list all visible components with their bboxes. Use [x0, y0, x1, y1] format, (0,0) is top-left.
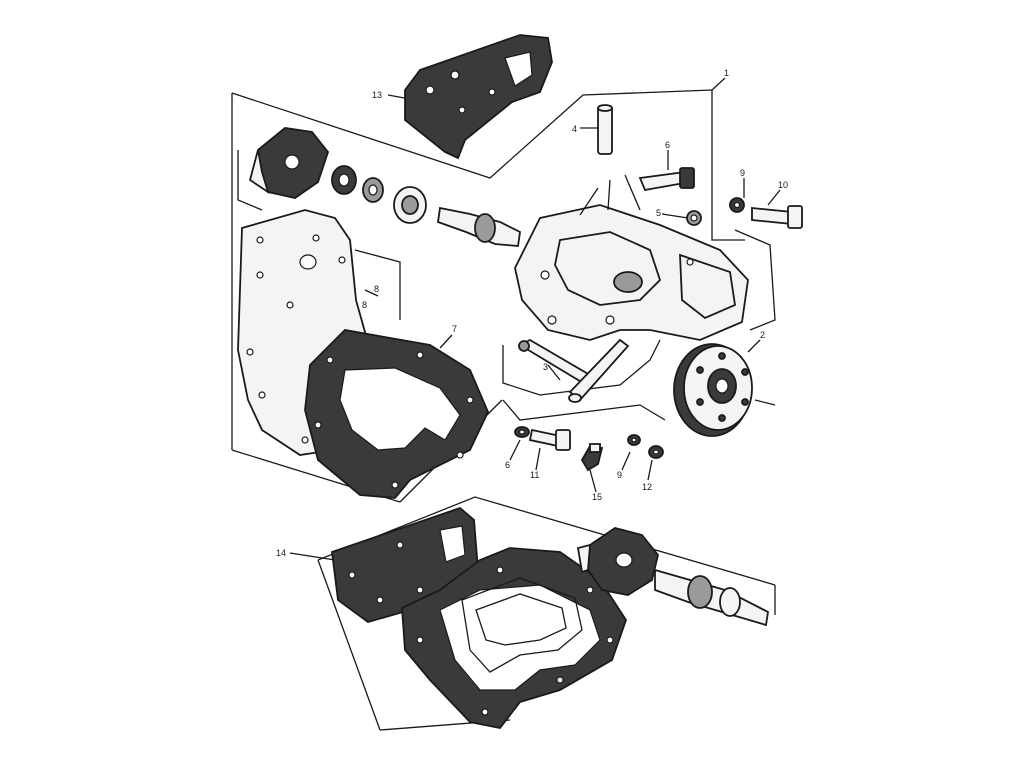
callout-15: 15 — [592, 492, 602, 502]
callout-7: 7 — [452, 324, 457, 334]
washer-9-lower — [627, 434, 641, 446]
impeller-lower — [576, 527, 659, 596]
callout-4: 4 — [572, 124, 577, 134]
washer-9-upper — [729, 197, 745, 213]
callout-5: 5 — [656, 208, 661, 218]
bolt-10 — [751, 205, 803, 229]
pump-housing-1 — [514, 174, 749, 341]
washer-6-lower — [514, 426, 530, 438]
callouts: 1 2 3 4 5 6 6 7 8 8 9 9 10 11 12 13 14 1… — [276, 68, 788, 558]
sleeve-5 — [686, 210, 702, 226]
pump-shaft-upper — [437, 206, 521, 247]
callout-6-upper: 6 — [665, 140, 670, 150]
callout-3: 3 — [543, 362, 548, 372]
bearing-spacer-upper — [393, 186, 427, 224]
callout-2: 2 — [760, 330, 765, 340]
callout-6-lower: 6 — [505, 460, 510, 470]
callout-12: 12 — [642, 482, 652, 492]
callout-14: 14 — [276, 548, 286, 558]
gasket-7 — [304, 329, 489, 499]
bolt-6-upper — [638, 167, 695, 192]
callout-10: 10 — [778, 180, 788, 190]
fitting-15 — [580, 443, 604, 472]
callout-11: 11 — [530, 470, 539, 480]
pump-shaft-lower — [654, 568, 769, 627]
nut-12 — [648, 445, 664, 459]
callout-8: 8 — [374, 284, 379, 294]
bolt-11 — [528, 428, 571, 451]
callout-9-upper: 9 — [740, 168, 745, 178]
cover-plate-8 — [237, 209, 372, 456]
stud-3-right — [568, 338, 630, 403]
seal-ring-upper — [331, 165, 357, 195]
dowel-pin-4 — [597, 104, 613, 155]
pulley-2 — [673, 343, 753, 437]
callout-8-b: 8 — [362, 300, 367, 310]
gasket-14-large — [401, 547, 627, 729]
impeller-upper — [248, 127, 330, 199]
gasket-14-inner — [461, 577, 583, 673]
gasket-13 — [404, 34, 553, 160]
callout-13: 13 — [372, 90, 382, 100]
callout-1: 1 — [724, 68, 729, 78]
callout-9-lower: 9 — [617, 470, 622, 480]
seal-insert-upper — [362, 177, 384, 203]
